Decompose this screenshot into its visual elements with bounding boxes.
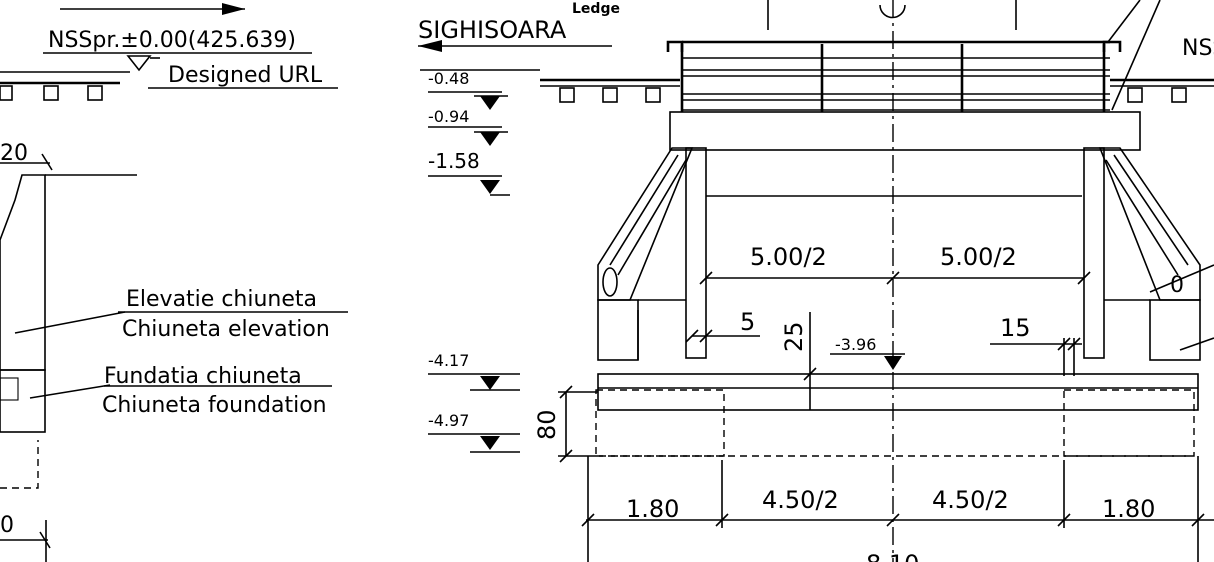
dim-inner-left: 4.50/2 <box>762 486 839 514</box>
curb-blocks-right <box>1127 87 1187 103</box>
level-triangle-icon <box>126 55 152 72</box>
level-5: -4.97 <box>428 411 469 430</box>
right-wing-wall <box>1098 147 1201 301</box>
railing <box>666 40 1122 112</box>
level-2: -0.94 <box>428 107 469 126</box>
right-abutment-body <box>1083 147 1105 359</box>
right-edge-label: NSS <box>1182 36 1214 61</box>
deck-slab <box>669 111 1141 151</box>
ledge-label: Ledge <box>572 1 620 17</box>
level-1: -0.48 <box>428 69 469 88</box>
foundation-leader <box>29 384 111 399</box>
dim-80: 80 <box>533 409 561 440</box>
left-dim-bottom: 0 <box>0 513 14 538</box>
left-wing-wall <box>597 147 694 301</box>
dim-25: 25 <box>780 321 808 352</box>
elevation-label-ro: Elevatie chiuneta <box>126 287 317 312</box>
elevation-label-en: Chiuneta elevation <box>122 317 330 342</box>
curb-blocks <box>0 85 103 101</box>
abutment-foundation <box>0 369 46 433</box>
left-dim-top: 20 <box>0 141 28 166</box>
dim-half-span-right: 5.00/2 <box>940 243 1017 271</box>
foundation-slab <box>597 373 1199 411</box>
foundation-label-en: Chiuneta foundation <box>102 393 327 418</box>
foundation-dashed-outline <box>0 440 39 489</box>
foundation-label-ro: Fundatia chiuneta <box>104 364 302 389</box>
level-3: -1.58 <box>428 149 480 173</box>
dim-inner-right: 4.50/2 <box>932 486 1009 514</box>
abutment-elevation <box>0 174 46 371</box>
designed-url-label: Designed URL <box>168 63 323 88</box>
arrow-left-icon <box>418 40 442 52</box>
level-bottom: -3.96 <box>835 335 876 354</box>
left-view: NSSpr.±0.00(425.639) Designed URL 20 Ele… <box>0 3 348 562</box>
marker-o-left <box>602 267 618 297</box>
marker-o-right: 0 <box>1170 273 1184 298</box>
level-triangle-icon <box>884 356 902 370</box>
section-view: SIGHISOARA Ledge NSS <box>418 0 1214 562</box>
left-footing <box>595 389 725 457</box>
left-abutment-body <box>685 147 707 359</box>
left-level-label: NSSpr.±0.00(425.639) <box>48 28 296 53</box>
level-marks: -0.48 -0.94 -1.58 -4.17 -4.97 <box>428 69 520 453</box>
dim-15: 15 <box>1000 314 1031 342</box>
direction-label: SIGHISOARA <box>418 16 567 44</box>
dim-total: 8.10 <box>866 550 919 562</box>
dim-foot-right: 1.80 <box>1102 495 1155 523</box>
dim-5: 5 <box>740 308 755 336</box>
dim-half-span-left: 5.00/2 <box>750 243 827 271</box>
curb-blocks-left <box>559 87 661 103</box>
dim-foot-left: 1.80 <box>626 495 679 523</box>
right-footing <box>1063 389 1195 457</box>
elevation-leader <box>14 311 126 334</box>
level-4: -4.17 <box>428 351 469 370</box>
arrow-head-icon <box>222 3 245 15</box>
